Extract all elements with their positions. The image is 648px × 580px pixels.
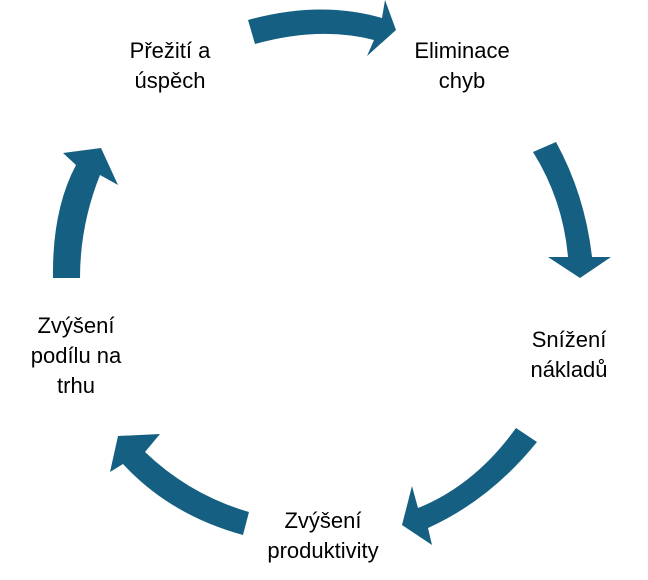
label-line: trhu xyxy=(57,373,95,398)
cycle-step-market-share: Zvýšení podílu na trhu xyxy=(31,311,122,401)
label-line: úspěch xyxy=(134,68,206,93)
label-line: chyb xyxy=(438,68,486,93)
cycle-step-cost-reduction: Snížení nákladů xyxy=(530,325,607,385)
arrow-icon xyxy=(248,0,396,56)
label-line: produktivity xyxy=(267,538,379,563)
arrow-icon xyxy=(533,142,611,278)
label-line: Snížení xyxy=(531,327,607,352)
label-line: nákladů xyxy=(530,357,608,382)
arrow-icon xyxy=(110,434,249,535)
label-line: Přežití a xyxy=(129,38,211,63)
label-line: Zvýšení xyxy=(37,313,115,338)
arrow-icon xyxy=(52,148,118,278)
arrow-icon xyxy=(402,428,537,545)
label-line: Eliminace xyxy=(414,38,510,63)
label-line: Zvýšení xyxy=(284,508,362,533)
cycle-step-productivity: Zvýšení produktivity xyxy=(267,506,378,566)
cycle-step-survival: Přežití a úspěch xyxy=(130,36,211,96)
label-line: podílu na xyxy=(30,343,122,368)
cycle-step-error-elimination: Eliminace chyb xyxy=(414,36,509,96)
